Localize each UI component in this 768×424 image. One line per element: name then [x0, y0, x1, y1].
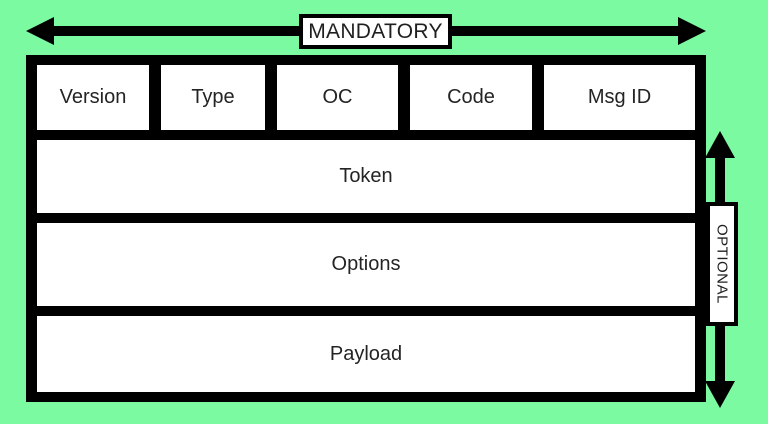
field-payload: Payload — [37, 316, 695, 392]
packet-structure: Version Type OC Code Msg ID Token Option… — [26, 55, 706, 402]
field-msg-id: Msg ID — [544, 65, 695, 130]
arrowhead-down-icon — [705, 381, 735, 408]
field-token: Token — [37, 140, 695, 213]
optional-label: OPTIONAL — [706, 202, 738, 326]
field-version: Version — [37, 65, 149, 130]
mandatory-label: MANDATORY — [299, 14, 452, 49]
field-options: Options — [37, 223, 695, 306]
mandatory-label-text: MANDATORY — [308, 19, 443, 43]
optional-label-text: OPTIONAL — [713, 224, 731, 304]
packet-header-row: Version Type OC Code Msg ID — [37, 65, 695, 130]
arrowhead-left-icon — [26, 17, 54, 45]
arrowhead-right-icon — [678, 17, 706, 45]
field-type: Type — [161, 65, 265, 130]
field-oc: OC — [277, 65, 398, 130]
field-code: Code — [410, 65, 532, 130]
arrowhead-up-icon — [705, 131, 735, 158]
